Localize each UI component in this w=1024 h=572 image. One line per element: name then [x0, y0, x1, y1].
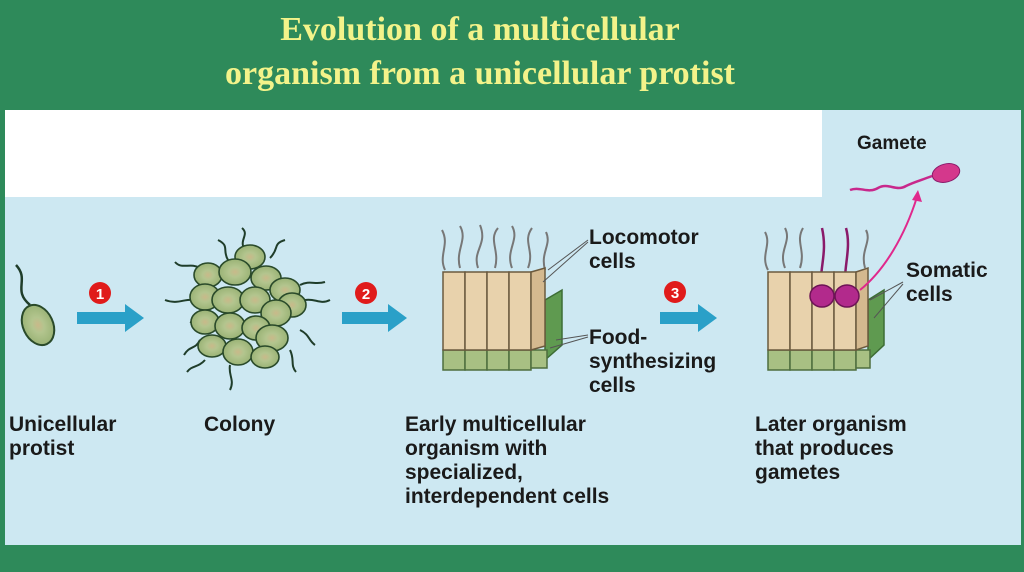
white-area [5, 110, 822, 197]
step-arrow-3: 3 [660, 281, 717, 332]
callout-gamete: Gamete [857, 133, 927, 154]
step-arrow-2: 2 [342, 282, 407, 332]
footer-bar [0, 545, 1024, 572]
title-line-1: Evolution of a multicellular [280, 11, 680, 48]
step-arrow-1: 1 [77, 282, 144, 332]
step-number-3: 3 [671, 285, 679, 302]
gamete-illustration [849, 163, 961, 192]
step-badge-3 [664, 281, 686, 303]
unicellular-protist-illustration [15, 264, 56, 347]
early-organism-illustration [441, 224, 589, 371]
title-banner: Evolution of a multicellular organism fr… [0, 0, 1024, 110]
title-line-2: organism from a unicellular protist [225, 55, 735, 92]
step-badge-1 [89, 282, 111, 304]
later-organism-illustration [764, 163, 961, 371]
slide-title: Evolution of a multicellular organism fr… [0, 8, 960, 96]
germ-cells [809, 284, 860, 308]
step-badge-2 [355, 282, 377, 304]
gamete-release-arrow [859, 196, 918, 291]
label-colony: Colony [204, 413, 276, 436]
step-number-2: 2 [362, 286, 370, 303]
step-number-1: 1 [96, 286, 104, 303]
colony-cells [189, 244, 307, 369]
